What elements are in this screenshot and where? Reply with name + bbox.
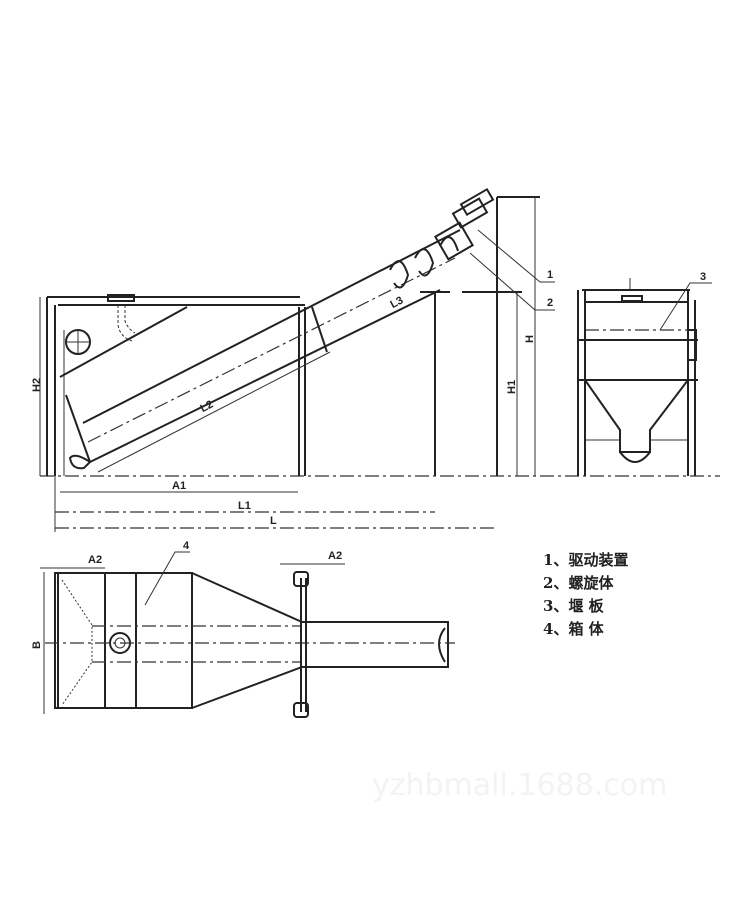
label-b: B bbox=[31, 641, 43, 649]
legend-item: 2、螺旋体 bbox=[543, 572, 628, 595]
plan-view: A2 A2 B 4 bbox=[31, 540, 455, 718]
label-l2: L2 bbox=[198, 398, 215, 415]
screw-flights bbox=[389, 236, 459, 289]
drive-unit bbox=[434, 187, 495, 261]
side-elevation: H2 A1 L1 L L2 L3 H1 H 1 2 bbox=[31, 187, 720, 532]
label-h1: H1 bbox=[506, 380, 518, 394]
end-view: 3 bbox=[577, 271, 712, 476]
callout-4: 4 bbox=[183, 540, 190, 552]
callout-2: 2 bbox=[547, 297, 553, 309]
callout-1: 1 bbox=[547, 269, 553, 281]
legend-item: 3、堰 板 bbox=[543, 595, 628, 618]
tank-plan bbox=[54, 572, 193, 709]
label-l1: L1 bbox=[238, 500, 251, 512]
label-a2-right: A2 bbox=[328, 550, 342, 562]
label-l: L bbox=[270, 515, 277, 527]
legend-item: 4、箱 体 bbox=[543, 618, 628, 641]
weir-plate bbox=[59, 306, 188, 378]
label-l3: L3 bbox=[388, 294, 405, 311]
legend-text: 螺旋体 bbox=[568, 574, 614, 592]
label-a2-left: A2 bbox=[88, 554, 102, 566]
label-a1: A1 bbox=[172, 480, 186, 492]
legend-num: 2、 bbox=[543, 574, 569, 592]
label-h: H bbox=[524, 335, 536, 343]
label-h2: H2 bbox=[31, 378, 43, 392]
legend-text: 堰 板 bbox=[568, 597, 604, 615]
legend-text: 箱 体 bbox=[568, 620, 604, 638]
parts-legend: 1、驱动装置 2、螺旋体 3、堰 板 4、箱 体 bbox=[543, 549, 628, 641]
callout-3: 3 bbox=[700, 271, 706, 283]
trough-plan bbox=[191, 572, 449, 709]
legend-num: 3、 bbox=[543, 597, 569, 615]
inlet-flange bbox=[107, 294, 135, 302]
legend-item: 1、驱动装置 bbox=[543, 549, 628, 572]
screw-trough bbox=[82, 229, 461, 424]
legend-text: 驱动装置 bbox=[568, 551, 629, 569]
watermark: yzhbmall.1688.com bbox=[372, 768, 667, 803]
legend-num: 4、 bbox=[543, 620, 569, 638]
legend-num: 1、 bbox=[543, 551, 569, 569]
